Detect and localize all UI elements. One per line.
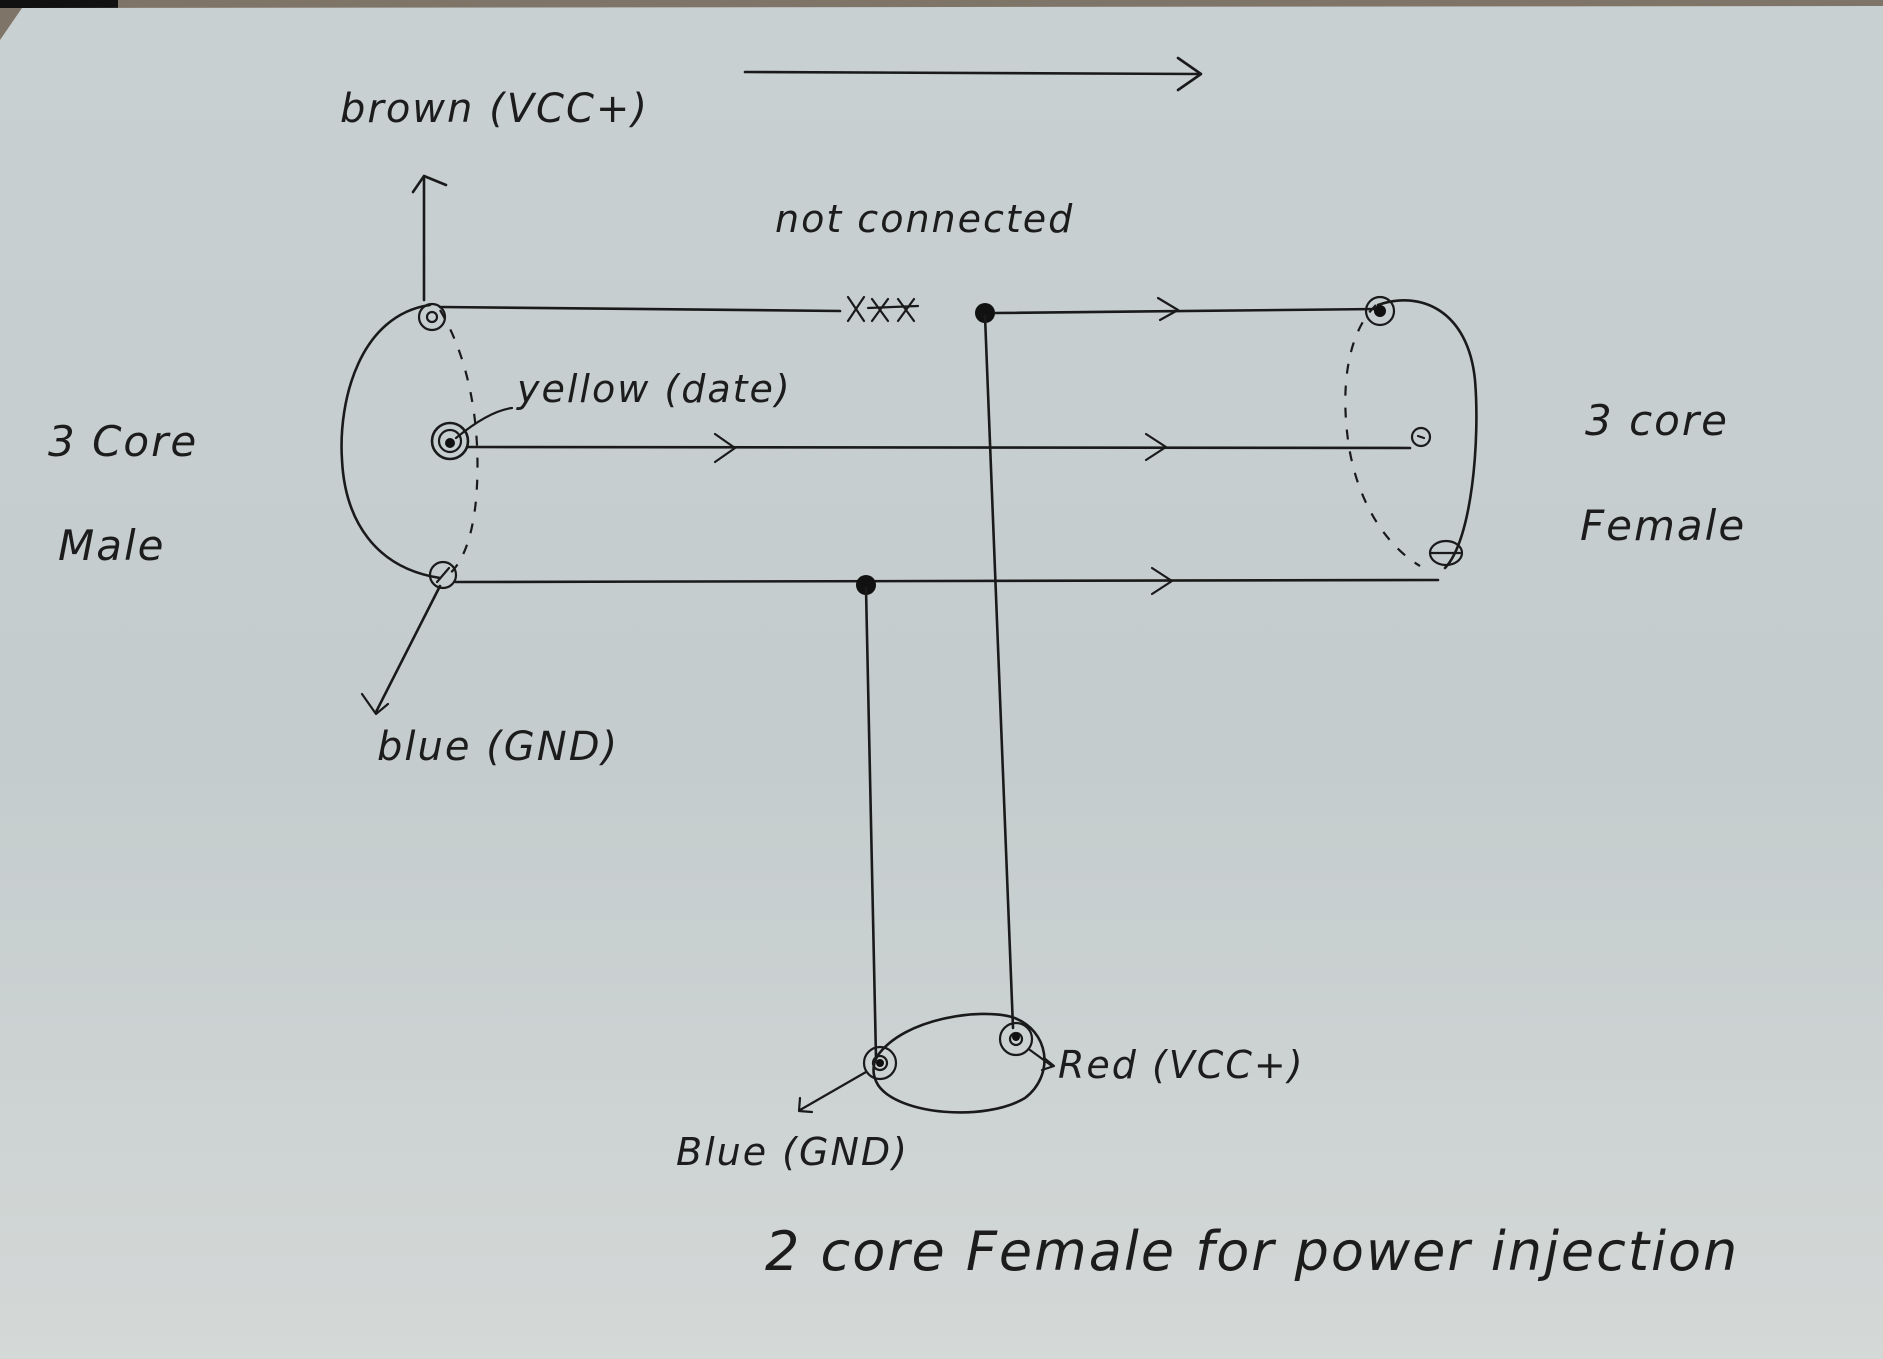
label-brown: brown (VCC+) — [340, 86, 649, 132]
female-pin-bottom — [1428, 539, 1464, 567]
junction-bottom — [856, 575, 876, 595]
red-leader-arrow — [1028, 1048, 1056, 1072]
power-pin-gnd — [862, 1045, 898, 1081]
wire-middle — [466, 445, 1412, 450]
power-pin-vcc — [998, 1021, 1034, 1057]
x-marks — [846, 295, 920, 323]
wire-bottom — [454, 578, 1440, 584]
power-gnd-arrow — [797, 1070, 868, 1114]
corner-shadow — [0, 0, 118, 8]
wire-bottom-arrowhead — [1150, 566, 1174, 596]
label-female-line2: Female — [1580, 501, 1746, 550]
male-pin-middle — [430, 421, 470, 461]
label-yellow: yellow (date) — [516, 367, 792, 411]
male-pin-bottom — [428, 560, 458, 590]
label-male-line1: 3 Core — [48, 417, 198, 466]
label-blue-power: Blue (GND) — [676, 1130, 909, 1174]
yellow-leader-line — [454, 406, 514, 440]
label-blue-gnd: blue (GND) — [377, 724, 619, 770]
brown-wire-arrow — [411, 174, 448, 302]
male-connector-back-edge — [439, 309, 479, 579]
wire-top-right — [993, 307, 1380, 315]
label-female-line1: 3 core — [1585, 396, 1729, 445]
female-connector-outline — [1376, 299, 1478, 570]
female-pin-middle — [1410, 426, 1432, 448]
label-red-vcc: Red (VCC+) — [1058, 1043, 1305, 1087]
blue-wire-arrow — [360, 584, 442, 716]
power-vcc-drop — [983, 314, 1015, 1030]
label-not-connected: not connected — [775, 197, 1074, 241]
power-connector-outline — [872, 1012, 1046, 1114]
paper-sheet — [0, 6, 1883, 1359]
female-pin-top — [1364, 295, 1396, 327]
label-male-line2: Male — [58, 521, 165, 570]
wire-top-arrowhead — [1156, 296, 1180, 322]
direction-arrow — [743, 56, 1203, 92]
wire-middle-arrowhead-1 — [713, 432, 737, 464]
junction-top — [975, 303, 995, 323]
caption-power-injection: 2 core Female for power injection — [765, 1220, 1739, 1283]
power-gnd-drop — [864, 586, 878, 1060]
wire-top-left — [438, 305, 842, 313]
wire-middle-arrowhead-2 — [1144, 432, 1168, 462]
male-connector-outline — [340, 303, 442, 580]
male-pin-top — [417, 302, 447, 332]
